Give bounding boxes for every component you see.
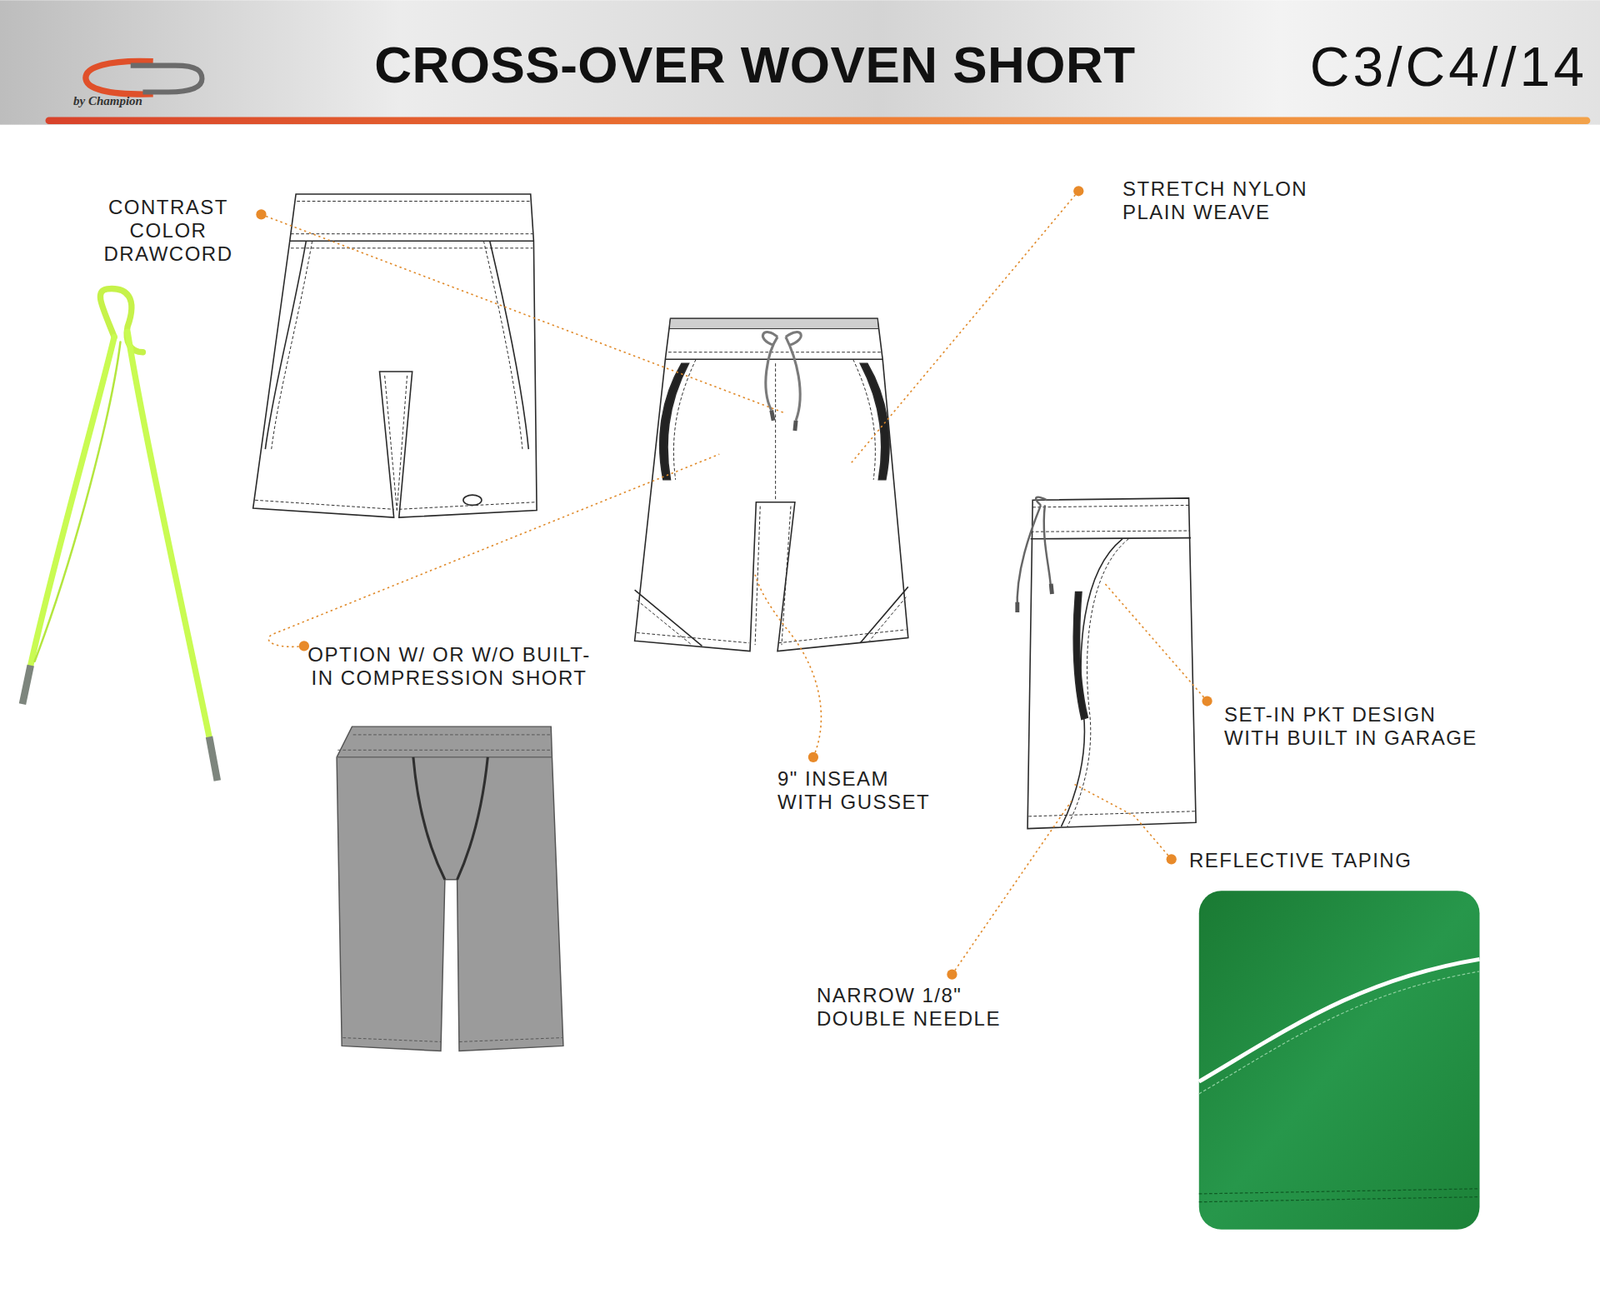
stitching [1199,971,1480,1095]
reflective-tape [1199,959,1480,1082]
short-outline [336,726,564,1051]
logo-mark [130,65,203,93]
leader-dot [1073,185,1084,196]
leader-dot [946,970,957,980]
sheet-title: CROSS-OVER WOVEN SHORT [374,39,1136,91]
fabric-swatch [1199,890,1480,1230]
cord-strand [127,331,210,737]
pocket-insert [660,363,690,480]
leader-line [1073,784,1172,860]
waistband-seam [290,240,535,242]
stitching [636,352,906,645]
cord-strand [35,341,121,661]
stitching [337,735,562,1043]
panel-seam [265,240,529,450]
callout-label: SET-IN PKT DESIGN WITH BUILT IN GARAGE [1224,703,1490,750]
leader-dot [808,752,819,763]
stitching [1199,1189,1480,1203]
leader-line [1105,584,1207,702]
waistband-seam [1030,538,1191,540]
callout-label: OPTION W/ OR W/O BUILT-IN COMPRESSION SH… [307,643,591,690]
brand-text: by Champion [73,93,143,109]
inner-waistband [669,318,879,329]
back-view-short [253,194,537,518]
stitching [255,375,536,511]
cord-strand [30,336,115,665]
leader-line [850,190,1079,465]
pocket-insert [1073,591,1088,720]
cord-tip [22,665,218,781]
waistband-seam [336,756,552,758]
waistband-seam [665,359,883,361]
cord-tip [771,410,796,431]
cord-loop [100,289,143,353]
front-view-short [635,318,909,651]
pocket-insert [860,363,890,480]
callout-label: NARROW 1/8" DOUBLE NEEDLE [816,984,1025,1031]
gusset-seam [413,757,488,880]
stitching [636,597,906,646]
callout-label: REFLECTIVE TAPING [1189,849,1412,873]
short-outline [1027,498,1196,830]
leader-dot [299,640,310,651]
drawcord-sample [22,289,218,781]
stitching [1067,539,1129,827]
header-band [0,0,1600,125]
leader-lines [260,190,1207,975]
callout-label: 9" INSEAM WITH GUSSET [777,767,941,815]
leader-line [951,801,1071,975]
stitching [271,240,523,450]
panel-seam [635,586,909,646]
leader-dots [255,185,1212,980]
header-rule [49,116,1587,125]
compression-short [336,726,564,1051]
stitching [1028,505,1195,816]
short-outline [253,194,537,518]
leader-dot [1166,854,1177,865]
swatch-ground [1199,890,1480,1230]
drawcord [1017,497,1052,611]
stitching [290,201,533,249]
logo-mark [463,495,482,505]
style-code: C3/C4//14 [1310,39,1588,95]
leader-dot [1201,695,1212,706]
short-outline [635,318,909,651]
callout-label: STRETCH NYLON PLAIN WEAVE [1122,177,1331,225]
stitching [673,359,875,480]
cord-tip [1017,584,1053,613]
panel-seam [1060,539,1122,827]
leader-line [260,214,785,414]
brand-logo [85,60,203,95]
leader-dot [255,209,266,220]
leader-line [755,575,821,758]
side-view-short [1017,497,1197,830]
callout-label: CONTRAST COLOR DRAWCORD [85,195,252,266]
leader-line [268,454,720,647]
